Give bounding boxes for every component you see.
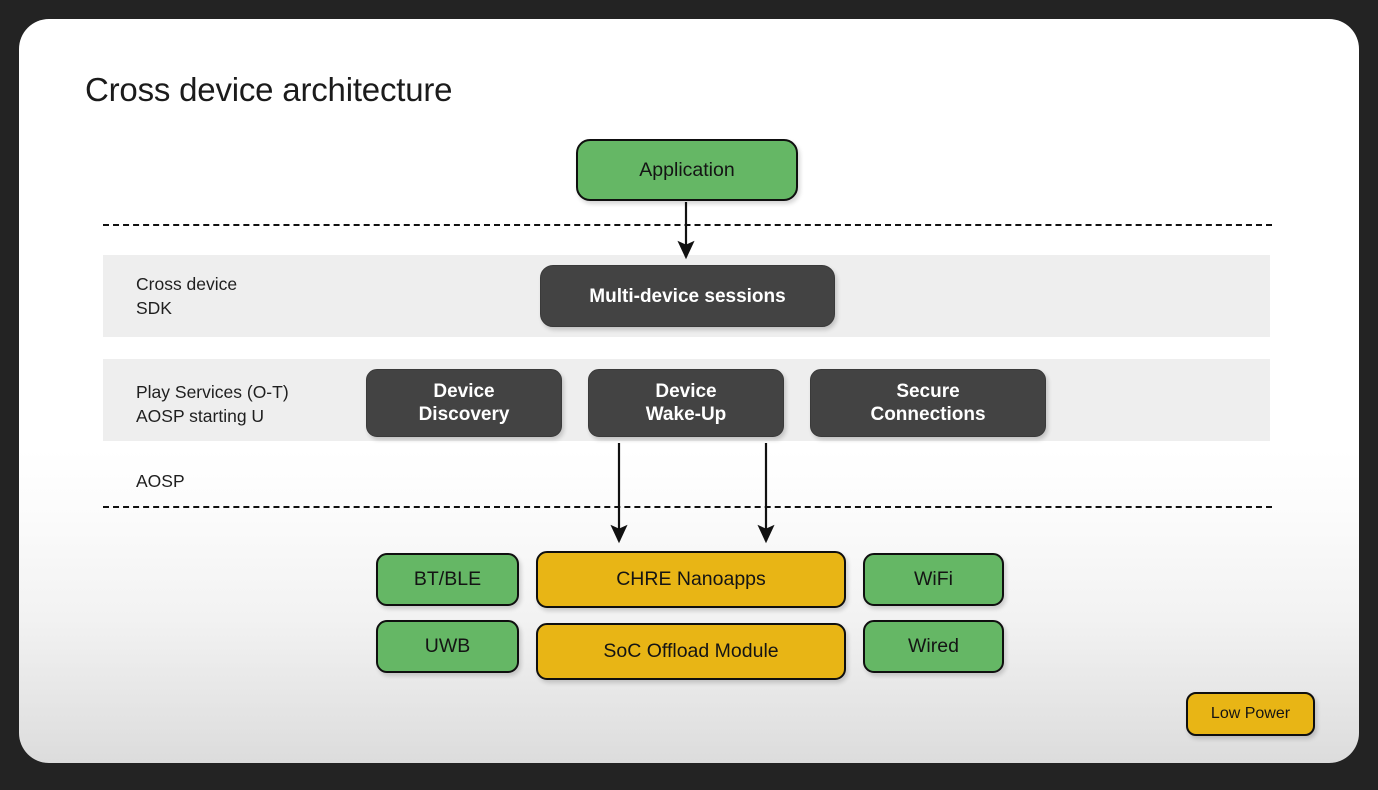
node-device-wake-up[interactable]: Device Wake-Up — [588, 369, 784, 437]
node-secure-connections[interactable]: Secure Connections — [810, 369, 1046, 437]
slide-card: Cross device architecture Cross device S… — [19, 19, 1359, 763]
node-bt-ble[interactable]: BT/BLE — [376, 553, 519, 606]
node-uwb[interactable]: UWB — [376, 620, 519, 673]
node-chre-nanoapps[interactable]: CHRE Nanoapps — [536, 551, 846, 608]
node-wifi[interactable]: WiFi — [863, 553, 1004, 606]
page-title: Cross device architecture — [85, 71, 453, 108]
node-multi-device-sessions[interactable]: Multi-device sessions — [540, 265, 835, 327]
node-soc-offload-module[interactable]: SoC Offload Module — [536, 623, 846, 680]
layer-label-aosp: AOSP — [136, 471, 185, 491]
legend-low-power: Low Power — [1186, 692, 1315, 736]
divider-application-sdk — [103, 224, 1272, 226]
divider-aosp-hardware — [103, 506, 1272, 508]
node-device-discovery[interactable]: Device Discovery — [366, 369, 562, 437]
layer-label-play-services: Play Services (O-T) AOSP starting U — [136, 382, 289, 426]
node-wired[interactable]: Wired — [863, 620, 1004, 673]
node-application[interactable]: Application — [576, 139, 798, 201]
layer-label-cross-device-sdk: Cross device SDK — [136, 274, 238, 318]
